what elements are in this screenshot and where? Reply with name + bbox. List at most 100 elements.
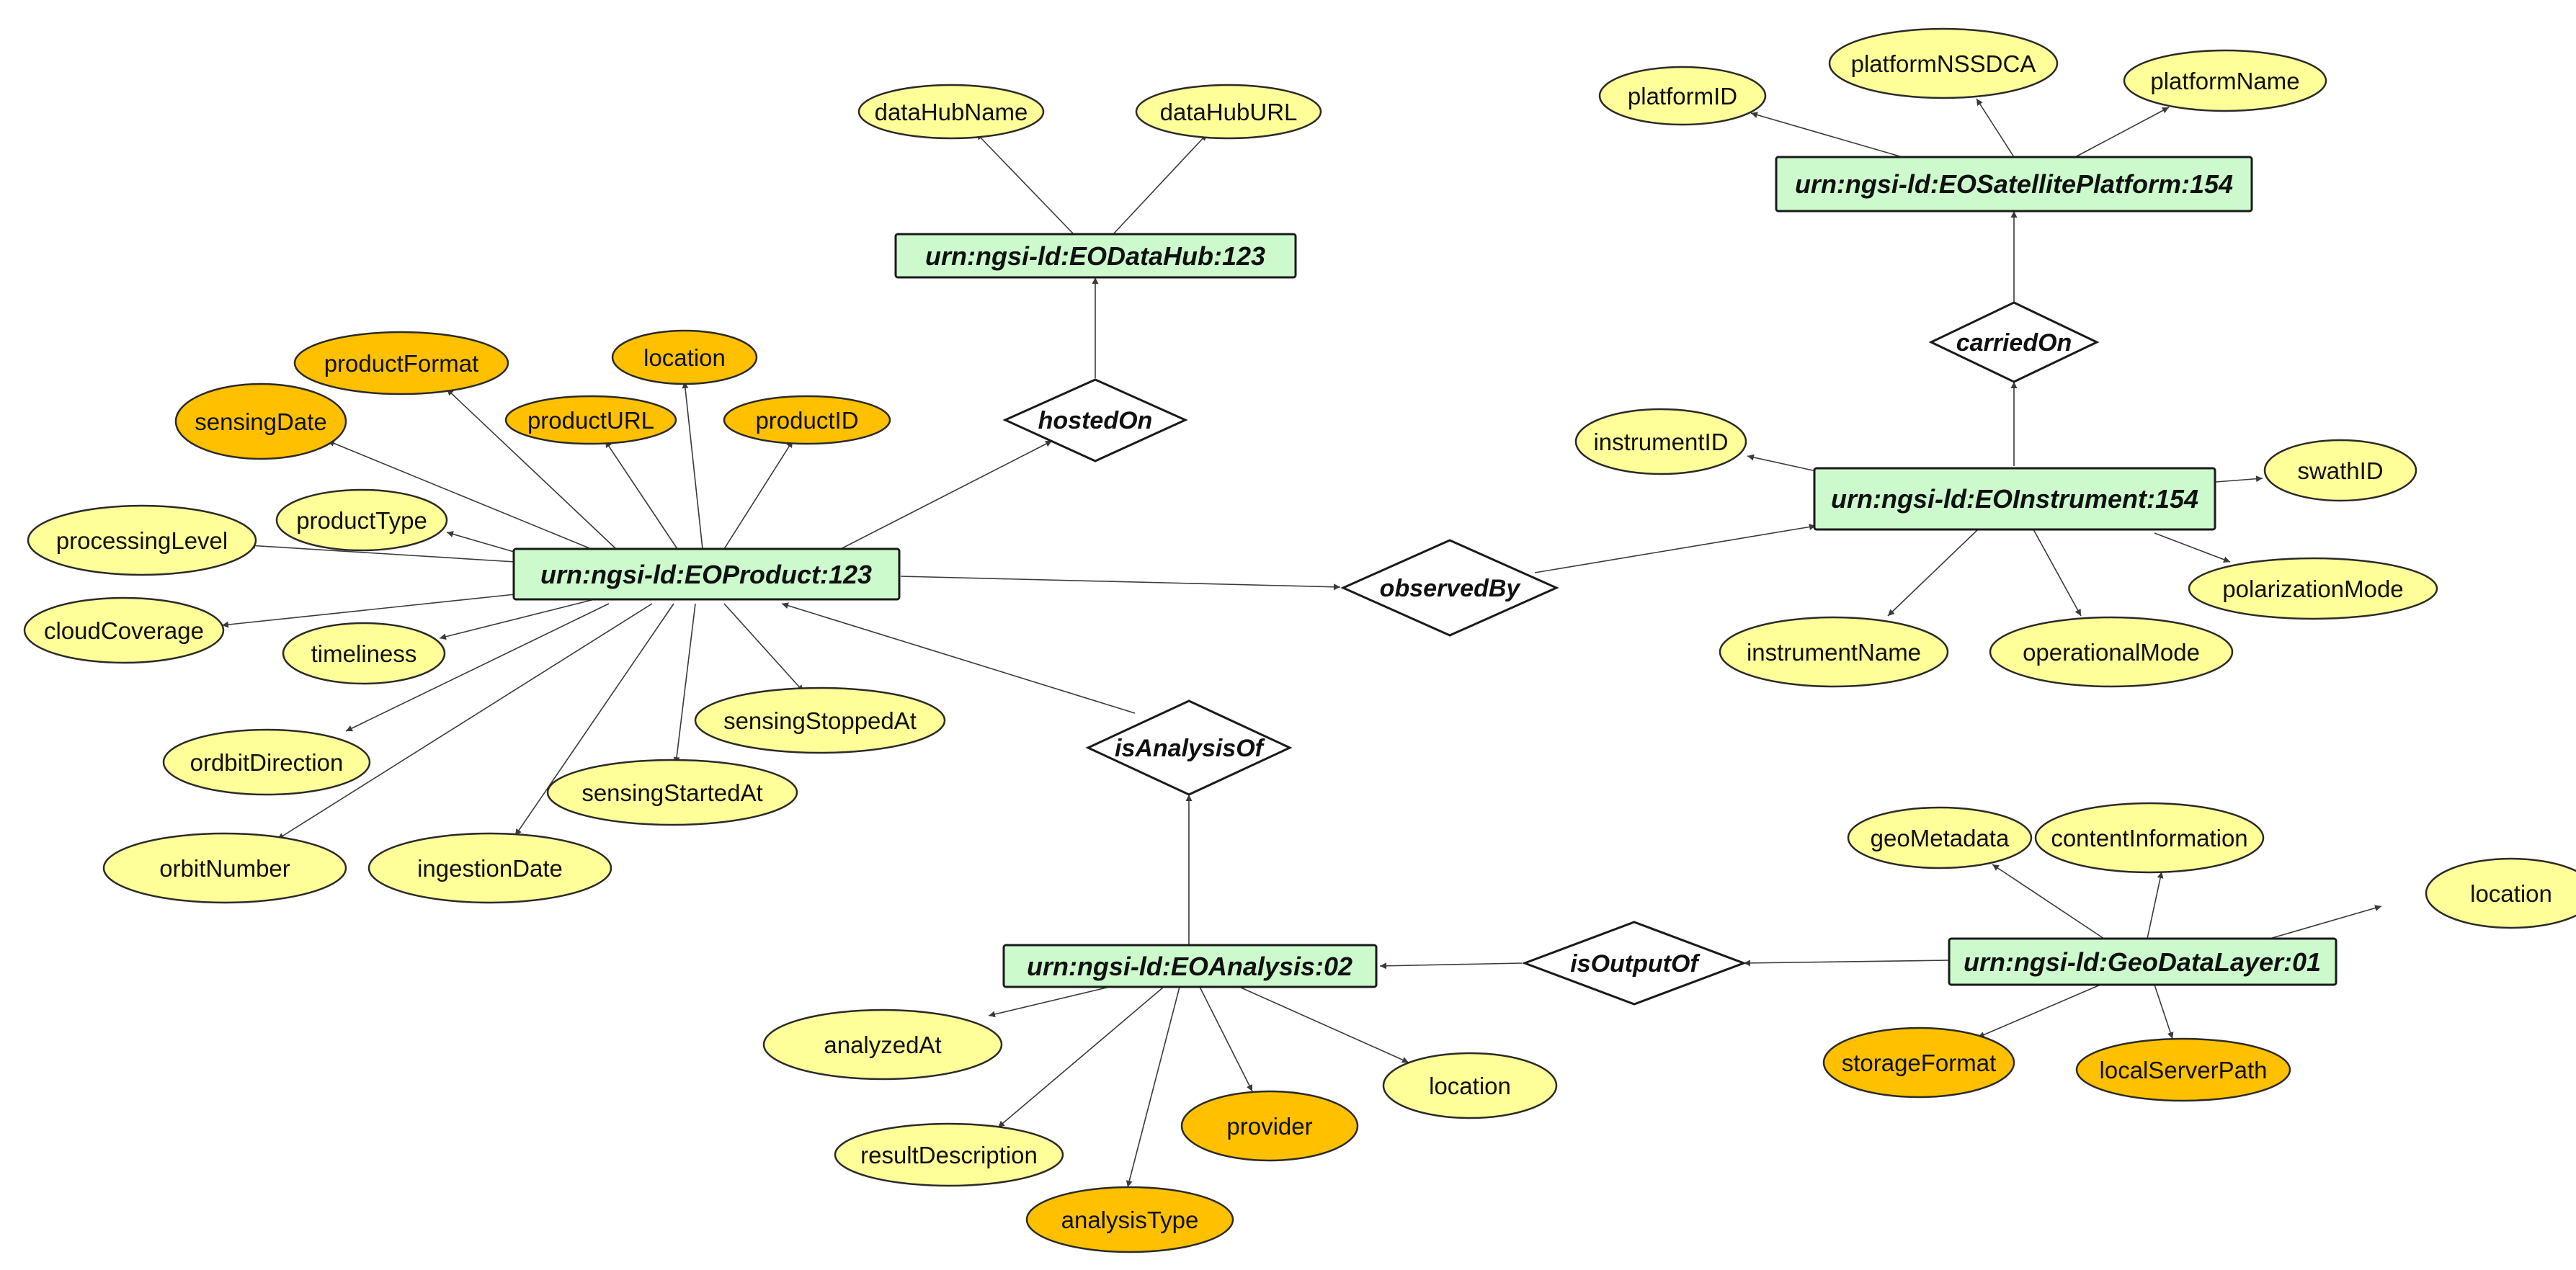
attribute-sensingstartedat[interactable]: sensingStartedAt <box>546 759 798 826</box>
attribute-timeliness[interactable]: timeliness <box>282 622 446 685</box>
attribute-productformat[interactable]: productFormat <box>293 331 509 395</box>
relationship-label: observedBy <box>1380 575 1522 602</box>
entity-analysis[interactable]: urn:ngsi-ld:EOAnalysis:02 <box>1002 944 1378 988</box>
relationship-hostedon[interactable]: hostedOn <box>1002 378 1188 462</box>
attribute-ellipse <box>611 329 758 385</box>
attribute-analyzedat[interactable]: analyzedAt <box>762 1009 1003 1081</box>
attribute-ellipse <box>1847 806 2033 869</box>
attribute-label: cloudCoverage <box>44 617 204 644</box>
edge-product-to-timeliness <box>439 599 595 640</box>
edge-datahub-to-datahubname <box>976 133 1074 235</box>
edge-instrument-to-swathid <box>2215 475 2263 483</box>
attribute-storageformat[interactable]: storageFormat <box>1822 1027 2015 1099</box>
edge-product-to-producttype <box>446 531 520 554</box>
attribute-ellipse <box>1180 1090 1359 1162</box>
relationship-isanalysisof[interactable]: isAnalysisOf <box>1085 699 1293 796</box>
attribute-label: polarizationMode <box>2222 576 2403 602</box>
attribute-ellipse <box>1025 1186 1234 1253</box>
relationship-diamond <box>1085 699 1293 796</box>
attribute-contentinformation[interactable]: contentInformation <box>2034 802 2265 874</box>
attribute-label: platformNSSDCA <box>1851 50 2036 77</box>
attribute-label: provider <box>1226 1113 1312 1140</box>
attribute-operationalmode[interactable]: operationalMode <box>1989 616 2234 688</box>
attribute-label: location <box>643 344 726 371</box>
attribute-label: productType <box>296 507 427 534</box>
attribute-ellipse <box>857 84 1045 140</box>
attribute-platformnssdca[interactable]: platformNSSDCA <box>1828 27 2059 99</box>
edge-analysis-to-location <box>1239 986 1409 1063</box>
attribute-sensingdate[interactable]: sensingDate <box>174 383 347 460</box>
attribute-sensingstoppedat[interactable]: sensingStoppedAt <box>694 687 946 754</box>
attribute-location-layer[interactable]: location <box>2425 857 2576 929</box>
edge-layer-to-location <box>2269 905 2382 939</box>
attribute-label: ingestionDate <box>417 855 563 882</box>
relationship-label: isAnalysisOf <box>1115 735 1266 762</box>
relationship-label: carriedOn <box>1956 329 2072 357</box>
attribute-ellipse <box>2075 1037 2291 1102</box>
entity-label: urn:ngsi-ld:EOInstrument:154 <box>1831 484 2198 514</box>
attribute-resultdescription[interactable]: resultDescription <box>834 1122 1064 1187</box>
attribute-instrumentid[interactable]: instrumentID <box>1574 408 1747 475</box>
attribute-polarizationmode[interactable]: polarizationMode <box>2188 557 2438 620</box>
entity-label: urn:ngsi-ld:EODataHub:123 <box>925 241 1265 271</box>
attribute-datahubname[interactable]: dataHubName <box>857 84 1045 140</box>
edge-observedby-to-instrument <box>1534 524 1817 573</box>
entity-box <box>894 233 1297 279</box>
attribute-ellipse <box>1574 408 1747 475</box>
edge-product-to-orbitnumber <box>277 603 653 840</box>
attribute-datahuburl[interactable]: dataHubURL <box>1135 84 1322 140</box>
entity-box <box>1775 156 2253 213</box>
attribute-label: orbitNumber <box>159 855 290 882</box>
relationship-diamond <box>1521 921 1747 1006</box>
attribute-productid[interactable]: productID <box>723 395 891 445</box>
entity-box <box>1813 467 2216 531</box>
attribute-analysistype[interactable]: analysisType <box>1025 1186 1234 1253</box>
entity-product[interactable]: urn:ngsi-ld:EOProduct:123 <box>512 547 901 601</box>
attribute-instrumentname[interactable]: instrumentName <box>1719 616 1949 688</box>
attribute-orbitnumber[interactable]: orbitNumber <box>102 832 347 904</box>
attribute-ellipse <box>23 596 225 664</box>
attribute-label: productURL <box>527 407 654 434</box>
attribute-ellipse <box>1135 84 1322 140</box>
edges <box>221 98 2382 1188</box>
attribute-swathid[interactable]: swathID <box>2263 439 2417 502</box>
edge-product-to-hostedon <box>832 440 1053 554</box>
attribute-cloudcoverage[interactable]: cloudCoverage <box>23 596 225 664</box>
attribute-geometadata[interactable]: geoMetadata <box>1847 806 2033 869</box>
attribute-ellipse <box>2034 802 2265 874</box>
attribute-ellipse <box>174 383 347 460</box>
entity-satellite-platform[interactable]: urn:ngsi-ld:EOSatellitePlatform:154 <box>1775 156 2253 213</box>
edge-layer-to-geometadata <box>1992 864 2105 939</box>
attribute-label: geoMetadata <box>1871 825 2010 851</box>
attribute-processinglevel[interactable]: processingLevel <box>27 504 257 576</box>
attribute-ellipse <box>367 832 612 904</box>
attribute-label: productID <box>755 407 858 434</box>
attribute-location-analysis[interactable]: location <box>1382 1052 1558 1119</box>
entity-geodatalayer[interactable]: urn:ngsi-ld:GeoDataLayer:01 <box>1948 937 2337 986</box>
entity-datahub[interactable]: urn:ngsi-ld:EODataHub:123 <box>894 233 1297 279</box>
attribute-ellipse <box>2263 439 2417 502</box>
attribute-platformname[interactable]: platformName <box>2123 49 2327 112</box>
attribute-ingestiondate[interactable]: ingestionDate <box>367 832 612 904</box>
attribute-label: analyzedAt <box>824 1032 941 1058</box>
edge-instrument-to-operationalmode <box>2033 529 2082 617</box>
attribute-ellipse <box>2188 557 2438 620</box>
attribute-ellipse <box>762 1009 1003 1081</box>
entity-instrument[interactable]: urn:ngsi-ld:EOInstrument:154 <box>1813 467 2216 531</box>
attribute-platformid[interactable]: platformID <box>1598 66 1767 126</box>
edge-isoutputof-to-analysis <box>1379 962 1523 970</box>
edge-analysis-to-provider <box>1199 986 1253 1092</box>
edge-layer-to-localserverpath <box>2154 984 2174 1039</box>
relationship-carriedon[interactable]: carriedOn <box>1928 301 2100 383</box>
attribute-ordbitdirection[interactable]: ordbitDirection <box>162 728 371 796</box>
edge-platform-to-platformnssdca <box>1976 98 2015 158</box>
attribute-label: sensingDate <box>195 408 326 435</box>
relationship-observedby[interactable]: observedBy <box>1340 539 1559 637</box>
attribute-localserverpath[interactable]: localServerPath <box>2075 1037 2291 1102</box>
attribute-location-product[interactable]: location <box>611 329 758 385</box>
attribute-provider[interactable]: provider <box>1180 1090 1359 1162</box>
edge-product-to-productid <box>723 440 793 550</box>
attribute-producturl[interactable]: productURL <box>504 395 677 445</box>
attribute-producttype[interactable]: productType <box>275 488 448 552</box>
relationship-isoutputof[interactable]: isOutputOf <box>1521 921 1747 1006</box>
